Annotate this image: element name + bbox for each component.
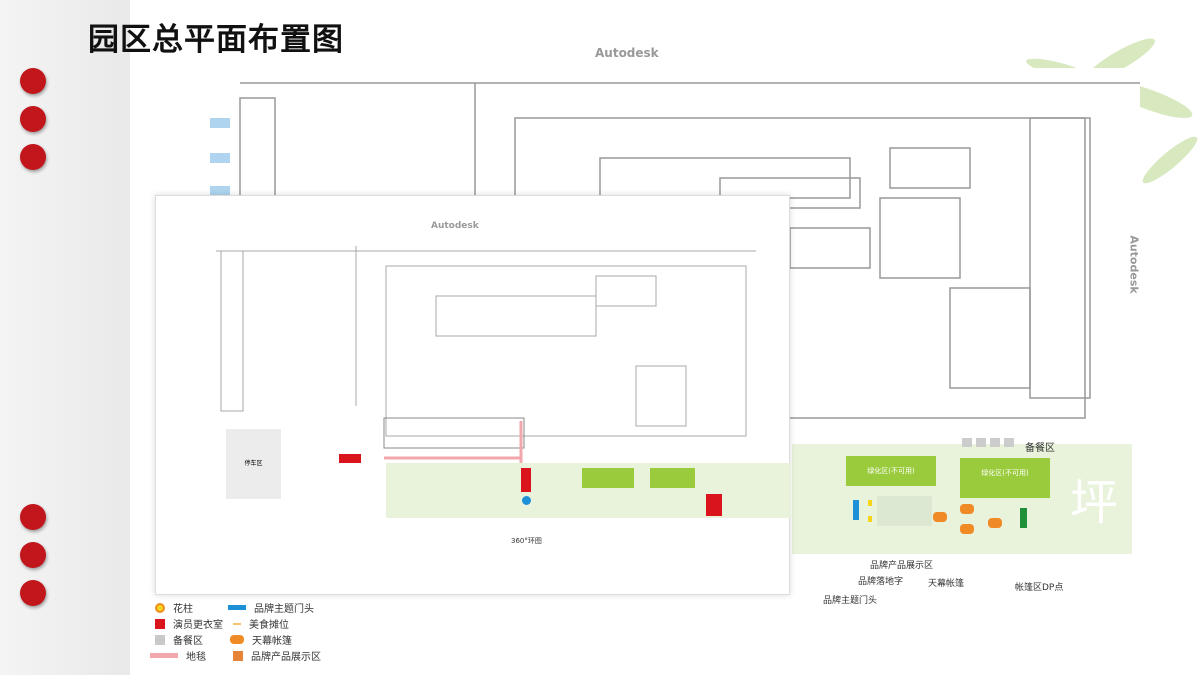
dressing-room [521,468,531,492]
bullet-dot [20,68,46,94]
bullet-dot [20,580,46,606]
page-title: 园区总平面布置图 [88,22,344,58]
legend-item: 美食摊位 [233,616,289,631]
legend-label: 地毯 [186,652,206,663]
watermark: Autodesk [431,221,479,231]
legend-label: 花柱 [173,604,193,615]
tent-icon [933,512,947,522]
legend-item: 品牌产品展示区 [233,648,321,663]
parking-area: 停车区 [226,429,281,499]
bullet-dot [20,542,46,568]
callout-360: 360°环图 [511,537,542,545]
callout-label: 品牌产品展示区 [870,561,934,571]
callout-label: 帐篷区DP点 [1015,583,1064,593]
site-plan-inset: Autodesk 停车区 360°环图 [155,195,791,595]
catering-label: 备餐区 [1025,443,1055,454]
dressing-room [706,494,722,516]
legend-item: 地毯 [150,648,206,663]
legend-label: 美食摊位 [249,620,289,631]
legend-label: 品牌主题门头 [254,604,314,615]
flower-pillar-icon [155,602,165,613]
dressing-room-icon [155,618,165,629]
legend: 花柱 演员更衣室 备餐区 地毯 品牌主题门头 美食摊位 天幕帐篷 品牌产品展示区 [150,598,390,668]
tent-icon [960,504,974,514]
legend-item: 演员更衣室 [155,616,223,631]
callout-label: 品牌主题门头 [823,596,878,606]
legend-item: 花柱 [155,600,193,615]
bullet-dot [20,106,46,132]
legend-item: 天幕帐篷 [230,632,292,647]
dp-point [1020,508,1027,528]
green-zone: 绿化区(不可用) [960,458,1050,498]
callout-label: 天幕帐篷 [928,579,965,589]
building-outline [216,246,756,516]
legend-label: 演员更衣室 [173,620,223,631]
legend-label: 品牌产品展示区 [251,652,321,663]
bullet-dot [20,144,46,170]
catering-blocks [962,438,1014,447]
green-zone [650,468,695,488]
product-display [877,496,932,526]
left-band [0,0,130,675]
carpet-icon [150,653,178,658]
lawn-text: 坪 [1070,475,1119,531]
callout-label: 品牌落地字 [858,577,904,587]
brand-letters [868,500,872,522]
watermark: Autodesk [595,46,659,60]
tent-icon [960,524,974,534]
360-ring-icon [522,496,531,505]
brand-gate [853,500,859,520]
legend-item: 备餐区 [155,632,203,647]
catering-area-icon [155,634,165,645]
green-zone [582,468,634,488]
tent-icon [988,518,1002,528]
legend-label: 天幕帐篷 [252,636,292,647]
legend-item: 品牌主题门头 [228,600,314,615]
bullet-dot [20,504,46,530]
legend-label: 备餐区 [173,636,203,647]
green-zone: 绿化区(不可用) [846,456,936,486]
brand-gate-icon [228,605,246,610]
canopy-tent-icon [230,635,244,644]
product-display-icon [233,650,243,661]
food-stall-icon [233,622,241,625]
dressing-room [339,454,361,463]
